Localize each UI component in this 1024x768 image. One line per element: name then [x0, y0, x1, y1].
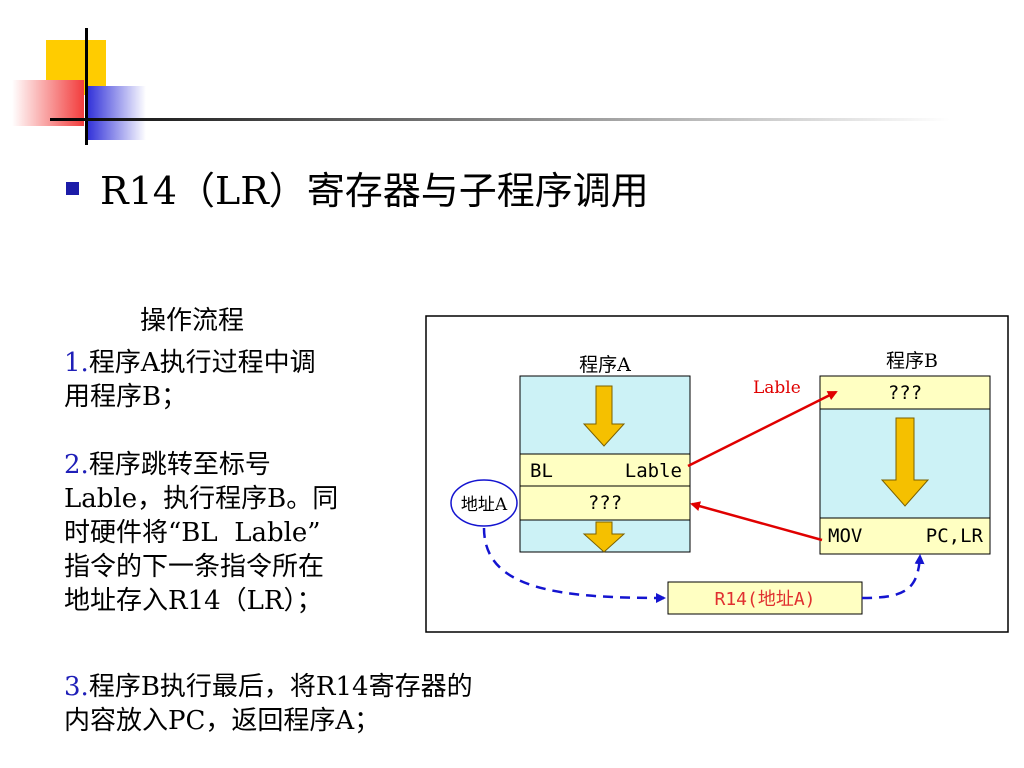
step-1-number: 1. — [64, 348, 89, 378]
logo-decoration — [0, 0, 200, 160]
program-b-mov-instruction — [819, 517, 991, 555]
program-b-label: 程序B — [886, 350, 938, 372]
program-a-label: 程序A — [579, 354, 631, 376]
r14-box-text: R14(地址A) — [714, 589, 815, 610]
title-bullet — [66, 182, 79, 195]
logo-shapes — [12, 28, 146, 145]
program-b-flow-arrow — [880, 417, 930, 507]
step-1-line-1: 1.程序A执行过程中调 — [64, 348, 316, 378]
return-arrow — [690, 501, 823, 542]
step-2-line-2: Lable，执行程序B。同 — [64, 484, 339, 514]
program-a-flow-arrow — [582, 385, 626, 447]
save-address-arrow — [482, 527, 666, 603]
address-a-ellipse — [450, 479, 518, 527]
program-a-bl-arg: Lable — [625, 460, 682, 482]
steps-heading: 操作流程 — [140, 306, 245, 336]
step-1: 1.程序A执行过程中调 用程序B； — [64, 346, 316, 414]
branch-arrow — [687, 390, 838, 468]
step-2: 2.程序跳转至标号 Lable，执行程序B。同 时硬件将“BL Lable” 指… — [64, 448, 338, 618]
step-3: 3.程序B执行最后，将R14寄存器的 内容放入PC，返回程序A； — [64, 670, 473, 738]
step-2-line-5: 地址存入R14（LR）； — [64, 586, 323, 616]
logo-vertical-line — [85, 28, 88, 145]
step-3-line-2: 内容放入PC，返回程序A； — [64, 706, 381, 736]
step-2-number: 2. — [64, 450, 89, 480]
slide-title: R14（LR）寄存器与子程序调用 — [100, 169, 649, 213]
program-a-bl-instruction — [519, 453, 691, 487]
step-3-number: 3. — [64, 672, 89, 702]
program-a-next-text: ??? — [588, 492, 622, 514]
program-b-mov-op: MOV — [828, 525, 862, 547]
program-b-first-text: ??? — [888, 382, 922, 404]
logo-blue-square — [86, 86, 146, 140]
step-1-line-2: 用程序B； — [64, 382, 188, 412]
step-2-line-3: 时硬件将“BL Lable” — [64, 518, 321, 548]
load-lr-arrow — [861, 554, 925, 600]
program-a-bl-op: BL — [530, 460, 553, 482]
header-rule — [50, 118, 950, 121]
step-2-line-4: 指令的下一条指令所在 — [64, 552, 325, 582]
program-a-exit-arrow — [582, 521, 626, 553]
program-a-next-instruction — [519, 485, 691, 521]
lable-tag: Lable — [753, 378, 801, 398]
program-b-mov-args: PC,LR — [926, 525, 984, 547]
program-b-first-instruction — [819, 375, 991, 410]
step-2-line-1: 2.程序跳转至标号 — [64, 450, 271, 480]
step-3-line-1: 3.程序B执行最后，将R14寄存器的 — [64, 672, 473, 702]
address-a-label: 地址A — [461, 495, 508, 515]
r14-box — [667, 581, 863, 615]
